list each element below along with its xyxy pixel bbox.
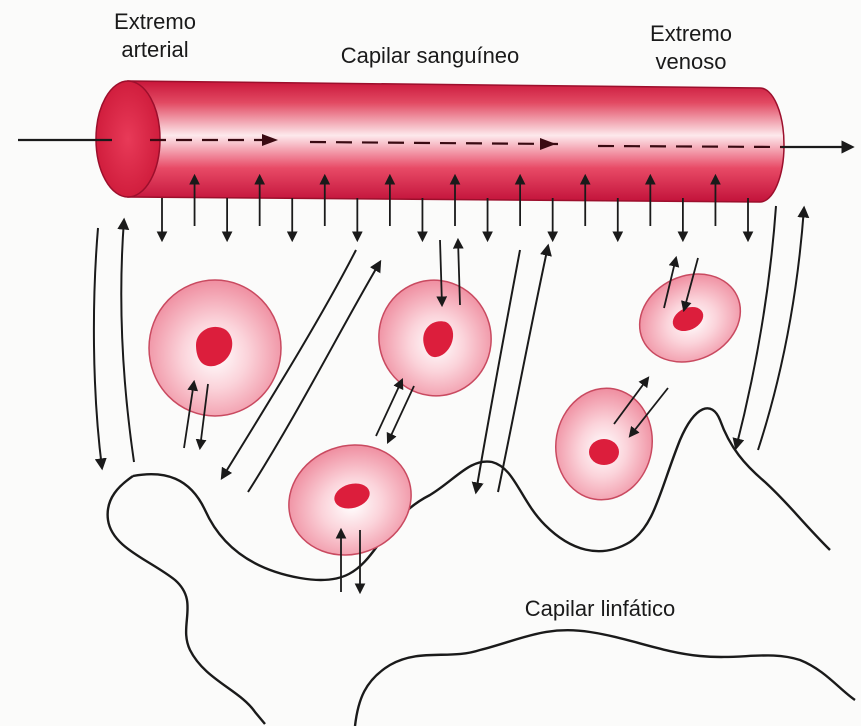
- tissue-cell-2: [366, 267, 504, 408]
- tissue-cell-3: [273, 428, 426, 572]
- venous-up-arrow: [758, 208, 804, 450]
- mid-up-arrow: [498, 246, 548, 492]
- lymphatic-capillary-upper-edge: [133, 408, 830, 580]
- blood-capillary-tube: [128, 81, 784, 202]
- lymphatic-capillary-outline: [108, 476, 265, 724]
- flow-dashes-3: [598, 146, 782, 147]
- label-arterial-line1: Extremo: [100, 8, 210, 36]
- cell-5-nucleus: [589, 439, 619, 465]
- cell2-arrow-up-b: [376, 380, 402, 436]
- label-venous-line1: Extremo: [636, 20, 746, 48]
- cell2-arrow-down-b: [388, 386, 414, 442]
- label-arterial-end: Extremo arterial: [100, 8, 210, 64]
- tissue-cell-4: [625, 258, 755, 378]
- label-venous-line2: venoso: [636, 48, 746, 76]
- tissue-cell-1: [149, 280, 281, 416]
- label-venous-end: Extremo venoso: [636, 20, 746, 76]
- label-arterial-line2: arterial: [100, 36, 210, 64]
- label-blood-capillary: Capilar sanguíneo: [300, 42, 560, 70]
- arterial-up-arrow: [121, 220, 134, 462]
- mid-down-arrow: [476, 250, 520, 492]
- tissue-cell-5: [547, 381, 661, 508]
- label-lymphatic-capillary: Capilar linfático: [490, 595, 710, 623]
- arterial-down-arrow: [94, 228, 102, 468]
- lymphatic-capillary-lower-edge: [355, 630, 855, 726]
